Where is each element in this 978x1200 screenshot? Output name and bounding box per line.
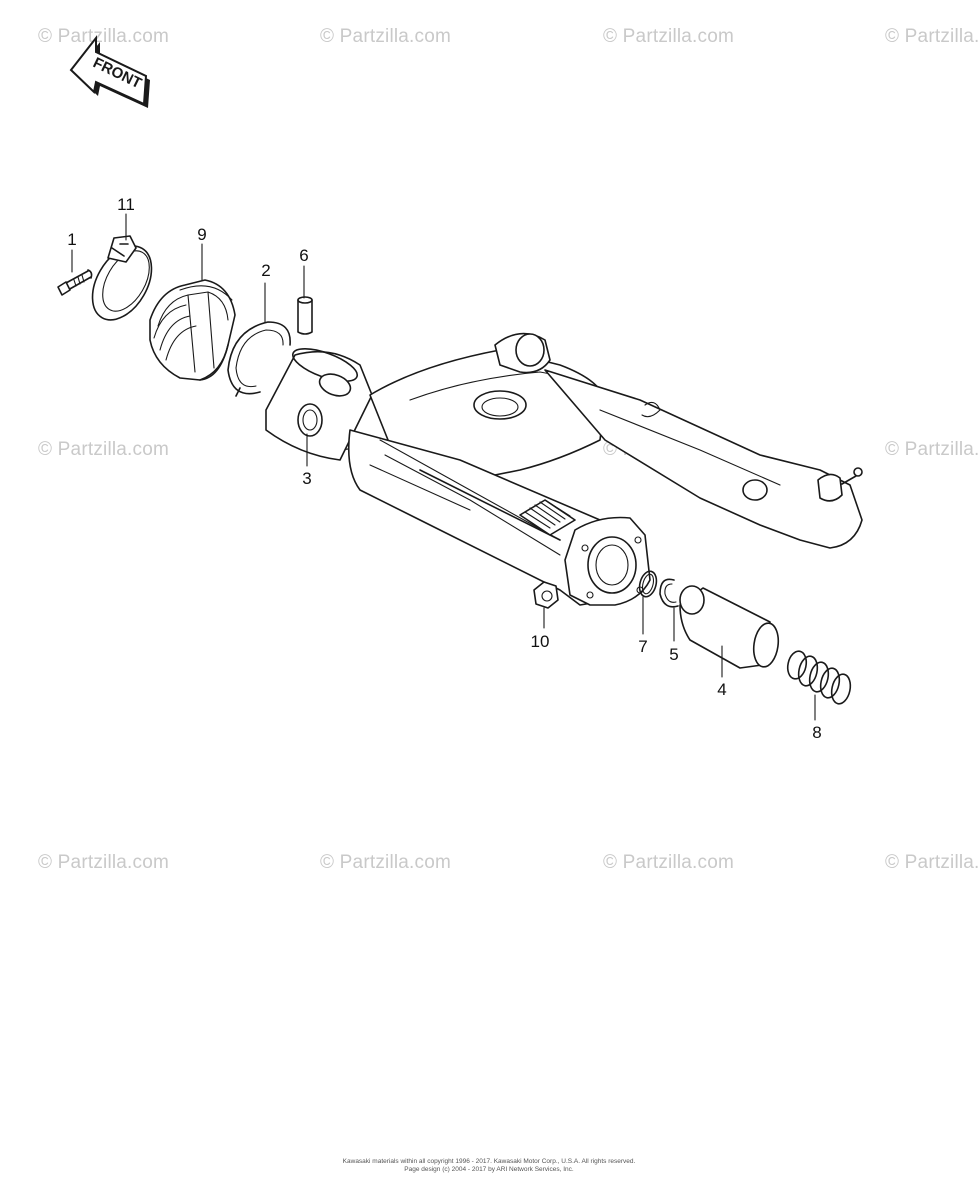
callout-10: 10 <box>530 632 550 651</box>
leader-lines <box>71 213 816 721</box>
pin-part-6 <box>297 296 313 335</box>
callout-9: 9 <box>197 225 207 244</box>
nut-part-10 <box>533 581 559 609</box>
spring-part-8 <box>786 650 852 705</box>
watermark: © Partzilla.com <box>38 26 170 47</box>
swing-arm-part-3 <box>265 332 863 606</box>
snap-ring-part-2 <box>227 321 291 397</box>
front-arrow-icon: FRONT <box>69 35 150 108</box>
callout-4: 4 <box>717 680 727 699</box>
bearing-icon <box>519 499 576 536</box>
watermark: © Partzilla.com <box>38 852 170 873</box>
callout-7: 7 <box>638 637 648 656</box>
page-design-footer: Page design (c) 2004 - 2017 by ARI Netwo… <box>404 1166 574 1173</box>
watermark: © Partzilla.com <box>603 852 735 873</box>
callout-8: 8 <box>812 723 822 742</box>
o-ring-part-7 <box>638 570 658 598</box>
boot-part-9 <box>149 279 236 381</box>
callout-6: 6 <box>299 246 309 265</box>
callout-5: 5 <box>669 645 679 664</box>
copyright-footer: Kawasaki materials within all copyright … <box>342 1158 636 1165</box>
circlip-part-5 <box>659 578 679 608</box>
watermark: © Partzilla.com <box>38 439 170 460</box>
watermark: © Partzilla.com <box>885 439 978 460</box>
bolt-part-1 <box>57 269 93 296</box>
callout-3: 3 <box>302 469 312 488</box>
watermark: © Partzilla.com <box>885 26 978 47</box>
sleeve-part-4 <box>679 585 780 669</box>
clamp-part-11 <box>91 235 153 321</box>
watermark: © Partzilla.com <box>320 852 452 873</box>
callout-2: 2 <box>261 261 271 280</box>
callout-1: 1 <box>67 230 77 249</box>
watermark: © Partzilla.com <box>320 26 452 47</box>
watermark: © Partzilla.com <box>885 852 978 873</box>
watermark: © Partzilla.com <box>603 26 735 47</box>
callout-11: 11 <box>117 195 135 214</box>
